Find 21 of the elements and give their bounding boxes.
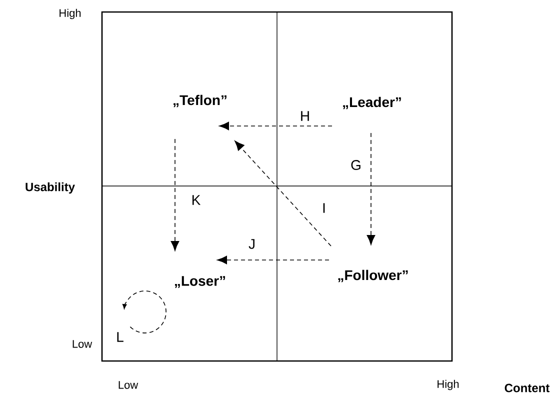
edge-label: G xyxy=(350,159,362,171)
axis-label: L xyxy=(117,332,124,342)
edge-label: J xyxy=(248,238,256,250)
quadrant-label: „Loser” xyxy=(174,276,226,288)
quadrant-label: „Teflon” xyxy=(174,94,226,108)
arrow xyxy=(219,122,332,130)
arrow xyxy=(170,138,180,251)
axis-label: Low xyxy=(72,340,92,348)
arrow xyxy=(366,132,376,245)
quadrant-label: „Follower” xyxy=(338,270,408,282)
edge-label: I xyxy=(321,202,327,214)
axis-label: Content xyxy=(504,384,550,392)
arrow xyxy=(234,140,332,246)
axis-label: Usability xyxy=(26,182,75,194)
arrow xyxy=(217,256,330,264)
edge-label: H xyxy=(298,110,312,122)
axis-label: Low xyxy=(118,381,138,389)
edge-label: K xyxy=(190,194,202,206)
quadrant-label: „Leader” xyxy=(343,96,401,110)
axis-label: High xyxy=(60,8,81,20)
axis-label: High xyxy=(438,380,459,390)
